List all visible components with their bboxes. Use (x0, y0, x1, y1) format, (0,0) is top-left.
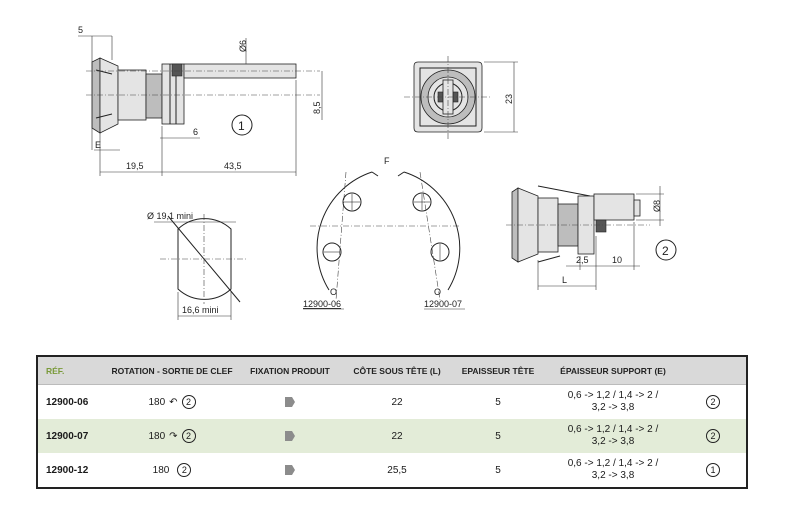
key-out-badge: 2 (177, 463, 192, 477)
dim-23: 23 (504, 94, 514, 104)
cell-fixation (236, 396, 344, 408)
rotation-arrow-icon: ↷ (169, 430, 178, 442)
cell-ref: 12900-12 (46, 464, 89, 476)
ref-12900-06-label: 12900-06 (303, 299, 341, 309)
dim-19-5: 19,5 (126, 161, 144, 171)
table-row: 12900-12 180 2 25,5 5 0,6 -> 1,2 / 1,4 -… (38, 453, 746, 487)
dim-43-5: 43,5 (224, 161, 242, 171)
dim-dia6: Ø6 (238, 40, 248, 52)
side-view-1: 5 Ø6 8,5 6 E 19,5 43,5 1 (78, 25, 323, 176)
ref-12900-07-label: 12900-07 (424, 299, 462, 309)
support-line-2: 3,2 -> 3,8 (591, 402, 635, 413)
rotation-diagram: F O O 12900-06 12900-07 (303, 156, 465, 310)
dim-16-6-mini: 16,6 mini (182, 305, 219, 315)
cell-epaisseur-tete: 5 (495, 430, 501, 442)
header-epaisseur-support: ÉPAISSEUR SUPPORT (E) (560, 365, 666, 376)
header-epaisseur-tete: EPAISSEUR TÊTE (461, 365, 535, 376)
dim-5: 5 (78, 25, 83, 35)
table-header: RÉF. ROTATION - SORTIE DE CLEF FIXATION … (38, 357, 746, 385)
dim-2-5: 2,5 (576, 255, 589, 265)
cell-epaisseur-tete: 5 (495, 396, 501, 408)
note-badge: 2 (706, 429, 720, 443)
dim-19-1-mini: Ø 19,1 mini (147, 211, 193, 221)
fixation-square-icon (285, 397, 295, 407)
label-O-right: O (434, 287, 441, 297)
label-O-left: O (330, 287, 337, 297)
dim-L: L (562, 275, 567, 285)
cell-fixation (236, 464, 344, 476)
technical-drawing: 5 Ø6 8,5 6 E 19,5 43,5 1 23 (78, 25, 677, 320)
note-badge: 1 (706, 463, 720, 477)
cell-fixation (236, 430, 344, 442)
support-line-1: 0,6 -> 1,2 / 1,4 -> 2 / (567, 424, 659, 435)
cell-epaisseur-support: 0,6 -> 1,2 / 1,4 -> 2 / 3,2 -> 3,8 (546, 424, 680, 448)
fixation-square-icon (285, 465, 295, 475)
cell-rotation: 180 ↷ 2 (108, 429, 236, 443)
rotation-value: 180 (148, 396, 166, 408)
rotation-arrow-icon: ↶ (169, 396, 178, 408)
dim-dia8: Ø8 (652, 200, 662, 212)
cell-cote: 22 (391, 396, 403, 408)
cell-ref: 12900-07 (46, 430, 89, 442)
key-out-badge: 2 (181, 429, 196, 443)
header-ref: RÉF. (46, 365, 65, 376)
key-out-badge: 2 (181, 395, 196, 409)
rotation-value: 180 (152, 464, 170, 476)
figure-2-label: 2 (662, 244, 669, 258)
table-row: 12900-06 180 ↶ 2 22 5 0,6 -> 1,2 / 1,4 -… (38, 385, 746, 419)
rotation-value: 180 (148, 430, 166, 442)
cell-cote: 22 (391, 430, 403, 442)
header-cote: CÔTE SOUS TÊTE (L) (353, 365, 441, 376)
note-badge: 2 (706, 395, 720, 409)
cell-epaisseur-support: 0,6 -> 1,2 / 1,4 -> 2 / 3,2 -> 3,8 (546, 390, 680, 414)
fixation-square-icon (285, 431, 295, 441)
dim-8-5: 8,5 (312, 101, 322, 114)
support-line-2: 3,2 -> 3,8 (591, 436, 635, 447)
dim-10: 10 (612, 255, 622, 265)
cell-rotation: 180 ↶ 2 (108, 395, 236, 409)
side-view-2: Ø8 2,5 10 L 2 (506, 185, 677, 290)
spec-table: RÉF. ROTATION - SORTIE DE CLEF FIXATION … (36, 355, 748, 489)
cell-ref: 12900-06 (46, 396, 89, 408)
panel-cutout: Ø 19,1 mini 16,6 mini (147, 211, 248, 320)
header-rotation: ROTATION - SORTIE DE CLEF (111, 365, 233, 376)
support-line-2: 3,2 -> 3,8 (591, 470, 635, 481)
figure-1-label: 1 (238, 119, 245, 133)
dim-6: 6 (193, 127, 198, 137)
cell-epaisseur-tete: 5 (495, 464, 501, 476)
support-line-1: 0,6 -> 1,2 / 1,4 -> 2 / (567, 390, 659, 401)
label-F: F (384, 156, 390, 166)
header-fixation: FIXATION PRODUIT (250, 365, 330, 376)
support-line-1: 0,6 -> 1,2 / 1,4 -> 2 / (567, 458, 659, 469)
table-row: 12900-07 180 ↷ 2 22 5 0,6 -> 1,2 / 1,4 -… (38, 419, 746, 453)
dim-E: E (95, 140, 101, 150)
front-view: 23 (404, 56, 518, 140)
cell-epaisseur-support: 0,6 -> 1,2 / 1,4 -> 2 / 3,2 -> 3,8 (546, 458, 680, 482)
cell-cote: 25,5 (387, 464, 407, 476)
cell-rotation: 180 2 (108, 463, 236, 477)
